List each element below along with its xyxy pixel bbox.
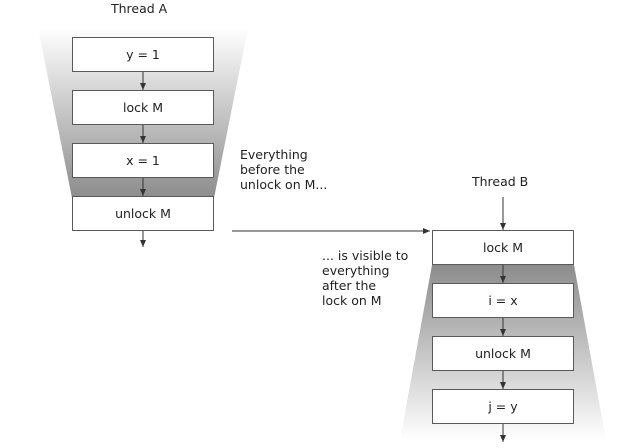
annotation-after-line-3: after the [322,278,377,293]
thread-b-step-2: i = x [432,283,574,318]
annotation-before-unlock: Everything before the unlock on M... [240,147,327,192]
thread-b-step-3: unlock M [432,336,574,371]
thread-b-label: Thread B [472,174,529,189]
thread-b-step-1: lock M [432,230,574,265]
thread-b-step-4: j = y [432,389,574,424]
annotation-before-line-1: Everything [240,147,308,162]
annotation-after-line-4: lock on M [322,293,382,308]
thread-a-step-4: unlock M [72,196,214,231]
thread-a-step-1: y = 1 [72,37,214,72]
thread-a-step-3: x = 1 [72,143,214,178]
thread-a-step-2: lock M [72,90,214,125]
annotation-after-lock: ... is visible to everything after the l… [322,248,408,308]
annotation-before-line-3: unlock on M... [240,177,328,192]
thread-a-label: Thread A [111,1,168,16]
annotation-after-line-2: everything [322,263,390,278]
annotation-after-line-1: ... is visible to [322,248,409,263]
annotation-before-line-2: before the [240,162,305,177]
